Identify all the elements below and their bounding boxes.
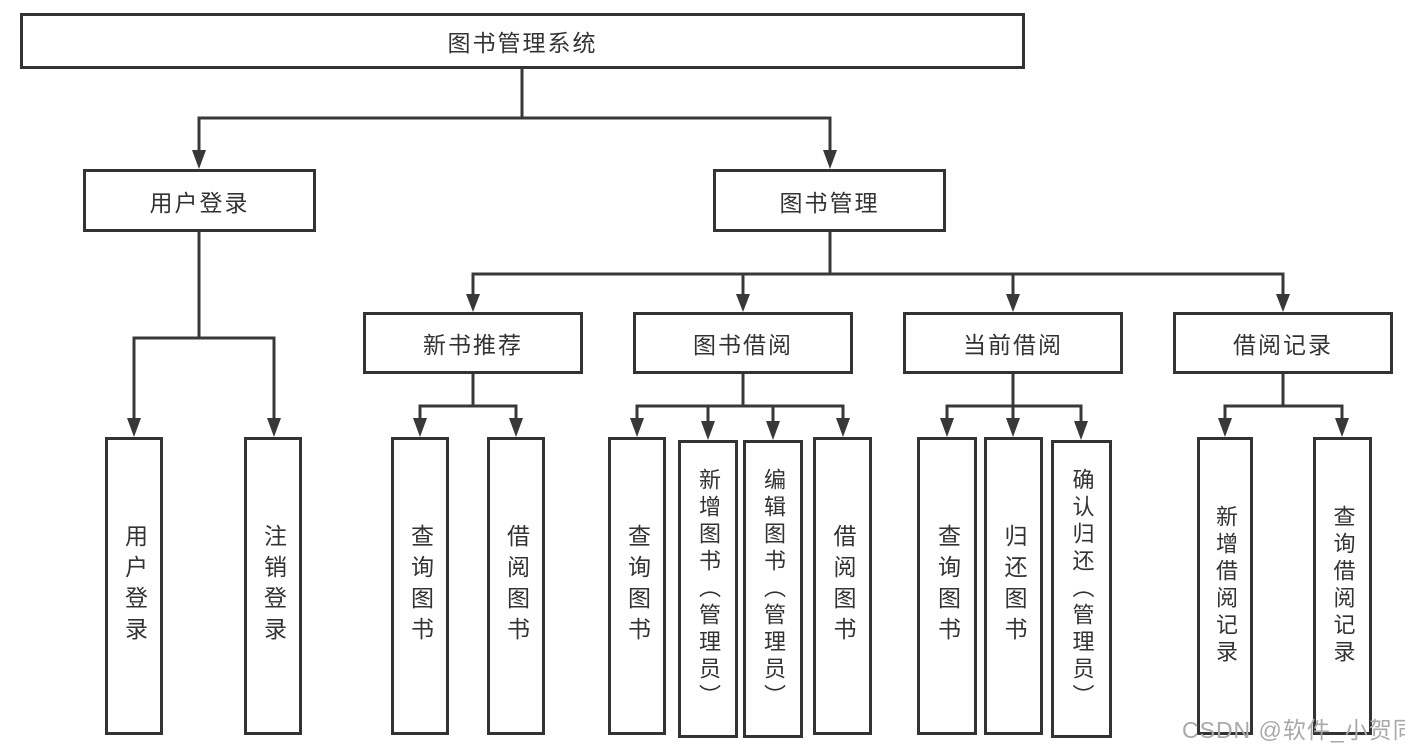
node-book-management-label: 图书管理: [779, 189, 880, 216]
node-user-login: 用户登录: [83, 169, 316, 232]
leaf-edit-book-admin-label: 编辑图书（管理员）: [761, 467, 786, 711]
node-current-borrow: 当前借阅: [903, 312, 1123, 374]
leaf-add-borrow-record-label: 新增借阅记录: [1213, 505, 1238, 667]
leaf-confirm-return-admin: 确认归还（管理员）: [1051, 440, 1112, 738]
leaf-add-book-admin: 新增图书（管理员）: [678, 440, 738, 738]
leaf-borrow-books: 借阅图书: [813, 437, 872, 735]
leaf-query-borrow-record-label: 查询借阅记录: [1330, 505, 1356, 667]
leaf-recommend-query-books: 查询图书: [391, 437, 449, 735]
node-user-login-label: 用户登录: [149, 189, 250, 216]
node-borrow-record: 借阅记录: [1173, 312, 1393, 374]
csdn-watermark: CSDN @软件_小贺同学: [1182, 717, 1405, 743]
leaf-recommend-query-books-label: 查询图书: [407, 524, 434, 648]
leaf-confirm-return-admin-label: 确认归还（管理员）: [1069, 467, 1095, 711]
leaf-borrow-books-label: 借阅图书: [830, 524, 856, 648]
node-current-borrow-label: 当前借阅: [963, 332, 1063, 358]
leaf-borrow-query-books-label: 查询图书: [624, 524, 651, 648]
leaf-query-borrow-record: 查询借阅记录: [1313, 437, 1372, 735]
node-book-borrow-label: 图书借阅: [693, 332, 793, 358]
leaf-user-login: 用户登录: [105, 437, 163, 735]
leaf-return-books: 归还图书: [984, 437, 1043, 735]
leaf-return-books-label: 归还图书: [1001, 524, 1027, 648]
leaf-logout: 注销登录: [244, 437, 302, 735]
node-borrow-record-label: 借阅记录: [1233, 332, 1333, 358]
leaf-recommend-borrow-books: 借阅图书: [487, 437, 545, 735]
leaf-edit-book-admin: 编辑图书（管理员）: [743, 440, 803, 738]
leaf-current-query-books: 查询图书: [917, 437, 977, 735]
leaf-add-book-admin-label: 新增图书（管理员）: [696, 467, 721, 711]
node-root-label: 图书管理系统: [447, 30, 598, 56]
node-root: 图书管理系统: [20, 13, 1025, 69]
node-book-management: 图书管理: [713, 169, 946, 232]
node-new-book-recommend-label: 新书推荐: [423, 332, 523, 358]
leaf-user-login-label: 用户登录: [121, 524, 148, 648]
leaf-recommend-borrow-books-label: 借阅图书: [503, 524, 530, 648]
leaf-add-borrow-record: 新增借阅记录: [1197, 437, 1253, 735]
leaf-current-query-books-label: 查询图书: [934, 524, 961, 648]
node-new-book-recommend: 新书推荐: [363, 312, 583, 374]
leaf-logout-label: 注销登录: [260, 524, 287, 648]
node-book-borrow: 图书借阅: [633, 312, 853, 374]
leaf-borrow-query-books: 查询图书: [608, 437, 666, 735]
